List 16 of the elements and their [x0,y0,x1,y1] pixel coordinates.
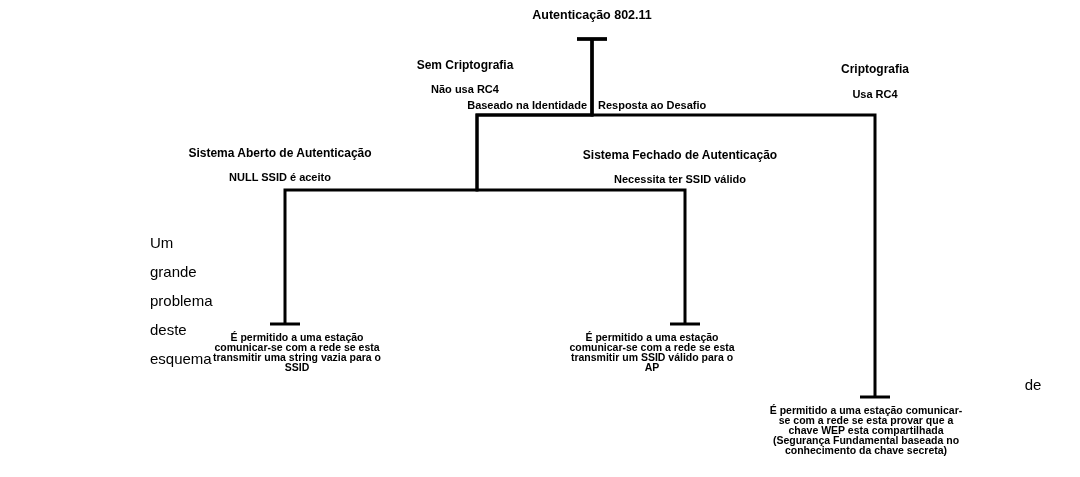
category-heading: Sem Criptografia [415,58,515,72]
category-note: Usa RC4 [851,87,899,101]
connector-line [575,37,892,399]
edge-label: Baseado na Identidade [466,99,588,112]
category-heading: Sistema Aberto de Autenticação [187,146,373,160]
node-label: Autenticação 802.11 [531,8,653,23]
category-note: NULL SSID é aceito [228,170,332,184]
category-note: Necessita ter SSID válido [612,172,748,186]
description-text: É permitido a uma estação comunicar-se com a rede se esta transmitir uma string vazia para o SSID [212,332,383,372]
category-heading: Criptografia [840,62,910,76]
edge-label: Resposta ao Desafio [597,99,708,112]
body-text: de [1023,375,1043,395]
category-heading: Sistema Fechado de Autenticação [581,148,779,162]
description-text: É permitido a uma estação comunicar-se com a rede se esta provar que a chave WEP esta compartilhada (Segurança Fundamental baseada no conhecimento da chave secreta) [768,405,964,455]
description-text: É permitido a uma estação comunicar-se com a rede se esta transmitir um SSID válido para o AP [568,332,736,372]
category-note: Não usa RC4 [430,82,500,96]
